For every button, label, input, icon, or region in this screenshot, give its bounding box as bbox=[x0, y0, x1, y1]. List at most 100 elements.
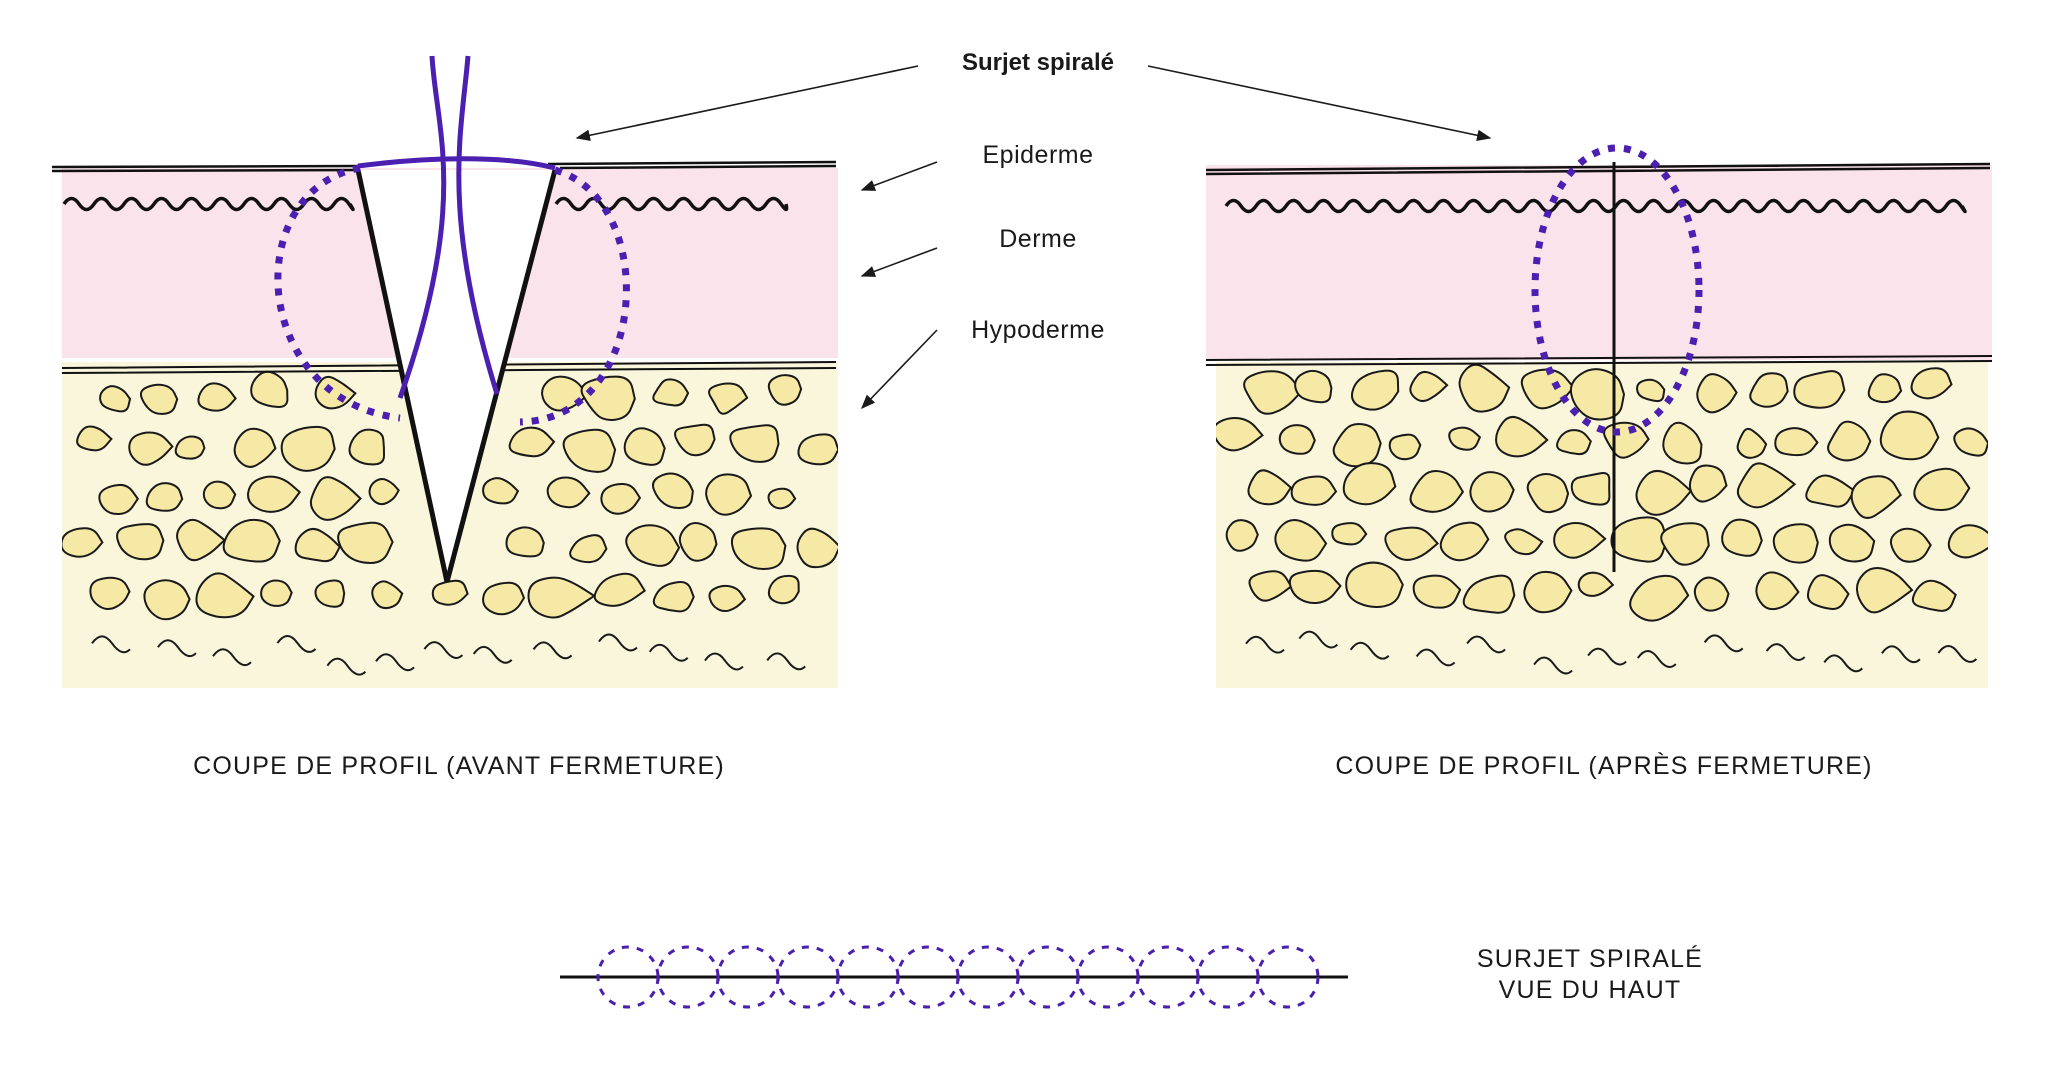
fat-cell bbox=[1384, 526, 1440, 561]
fat-cell bbox=[1629, 574, 1690, 622]
left-fat-cells bbox=[62, 370, 838, 676]
fat-cell bbox=[1523, 570, 1573, 614]
tissue-squiggle bbox=[1245, 635, 1285, 654]
fat-cell bbox=[1855, 566, 1914, 614]
tissue-squiggle bbox=[212, 648, 252, 667]
tissue-squiggle bbox=[157, 639, 197, 658]
tissue-squiggle bbox=[648, 643, 689, 662]
fat-cell bbox=[294, 527, 342, 563]
fat-cell bbox=[1693, 576, 1730, 612]
fat-cell bbox=[280, 425, 336, 472]
fat-cell bbox=[1462, 574, 1516, 614]
left-skin-surface bbox=[51, 160, 837, 173]
tissue-squiggle bbox=[1765, 643, 1806, 661]
fat-cell bbox=[348, 428, 386, 466]
left-suture-loop bbox=[274, 164, 630, 426]
fat-cell bbox=[1278, 424, 1316, 455]
fat-cell bbox=[1504, 528, 1544, 556]
fat-cell bbox=[593, 572, 647, 607]
tissue-squiggle bbox=[375, 653, 415, 672]
fat-cell bbox=[1556, 429, 1592, 456]
tissue-squiggle bbox=[766, 652, 806, 671]
tissue-squiggle bbox=[326, 657, 367, 676]
right-caption: COUPE DE PROFIL (APRÈS FERMETURE) bbox=[1335, 751, 1872, 780]
fat-cell bbox=[1721, 518, 1763, 557]
fat-cell bbox=[1526, 473, 1570, 514]
fat-cell bbox=[1248, 570, 1293, 602]
right-cross-section bbox=[1205, 144, 1993, 688]
arrow-icon bbox=[861, 329, 938, 410]
fat-cell bbox=[371, 580, 404, 610]
fat-cell bbox=[431, 579, 469, 606]
fat-cell bbox=[1290, 475, 1338, 506]
fat-cell bbox=[1247, 469, 1293, 506]
tissue-squiggle bbox=[1349, 641, 1390, 660]
fat-cell bbox=[1331, 522, 1368, 546]
tissue-squiggle bbox=[423, 641, 464, 659]
fat-cell bbox=[797, 433, 838, 466]
tissue-squiggle bbox=[91, 635, 131, 654]
right-epidermal-wave bbox=[1224, 198, 1967, 214]
fat-cell bbox=[1696, 373, 1738, 414]
tissue-squiggle bbox=[1703, 634, 1744, 653]
fat-cell bbox=[1736, 427, 1768, 459]
fat-cell bbox=[1827, 420, 1872, 462]
bottom-caption-line1: SURJET SPIRALÉ bbox=[1477, 944, 1703, 973]
right-dermis-layer bbox=[1206, 165, 1992, 360]
fat-cell bbox=[1342, 462, 1397, 506]
fat-cell bbox=[796, 527, 838, 569]
fat-cell bbox=[705, 473, 753, 516]
fat-cell bbox=[482, 581, 526, 616]
fat-cell bbox=[1806, 574, 1850, 610]
fat-cell bbox=[1736, 462, 1797, 509]
fat-cell bbox=[651, 472, 694, 509]
left-epidermal-wave bbox=[62, 196, 355, 212]
fat-cell bbox=[98, 483, 140, 516]
tissue-squiggle bbox=[1823, 654, 1863, 673]
fat-cell bbox=[1274, 519, 1328, 562]
fat-cell bbox=[508, 426, 556, 458]
fat-cell bbox=[1850, 475, 1902, 519]
fat-cell bbox=[1577, 571, 1615, 597]
dotted-circle-icon bbox=[1256, 945, 1320, 1009]
fat-cell bbox=[505, 526, 545, 558]
fat-cell bbox=[314, 579, 346, 608]
tissue-squiggle bbox=[1533, 656, 1573, 675]
fat-cell bbox=[195, 572, 255, 619]
fat-cell bbox=[767, 374, 803, 406]
fat-cell bbox=[1688, 464, 1728, 503]
tissue-squiggle bbox=[1636, 650, 1677, 668]
fat-cell bbox=[1636, 378, 1666, 403]
fat-cell bbox=[482, 477, 520, 505]
fat-cell bbox=[708, 382, 749, 415]
right-fat-cells bbox=[1216, 363, 1988, 675]
fat-cell bbox=[1216, 416, 1264, 452]
fat-cell bbox=[89, 576, 131, 611]
epiderme-label: Epiderme bbox=[983, 141, 1094, 169]
top-view: SURJET SPIRALÉ VUE DU HAUT bbox=[560, 944, 1703, 1009]
fat-cell bbox=[1345, 561, 1404, 609]
right-skin-surface bbox=[1205, 162, 1991, 176]
fat-cell bbox=[1879, 410, 1940, 461]
fat-cell bbox=[1755, 571, 1800, 611]
fat-cell bbox=[309, 476, 362, 521]
fat-cell bbox=[1660, 522, 1710, 566]
fat-cell bbox=[1910, 367, 1953, 400]
fat-cell bbox=[197, 382, 237, 412]
fat-cell bbox=[145, 482, 184, 512]
fat-cell bbox=[767, 487, 797, 510]
fat-cell bbox=[527, 576, 597, 619]
right-suture-loop bbox=[1531, 144, 1703, 436]
fat-cell bbox=[1772, 523, 1819, 564]
fat-cell bbox=[1409, 370, 1449, 403]
right-layer-border bbox=[1205, 355, 1993, 366]
fat-cell bbox=[222, 518, 281, 563]
fat-cell bbox=[1448, 426, 1482, 451]
fat-cell bbox=[623, 427, 666, 466]
fat-cell bbox=[580, 375, 636, 421]
wound-edge-left bbox=[355, 169, 450, 583]
fat-cell bbox=[1350, 369, 1400, 411]
fat-cell bbox=[1495, 415, 1549, 458]
tissue-squiggle bbox=[1466, 635, 1506, 654]
